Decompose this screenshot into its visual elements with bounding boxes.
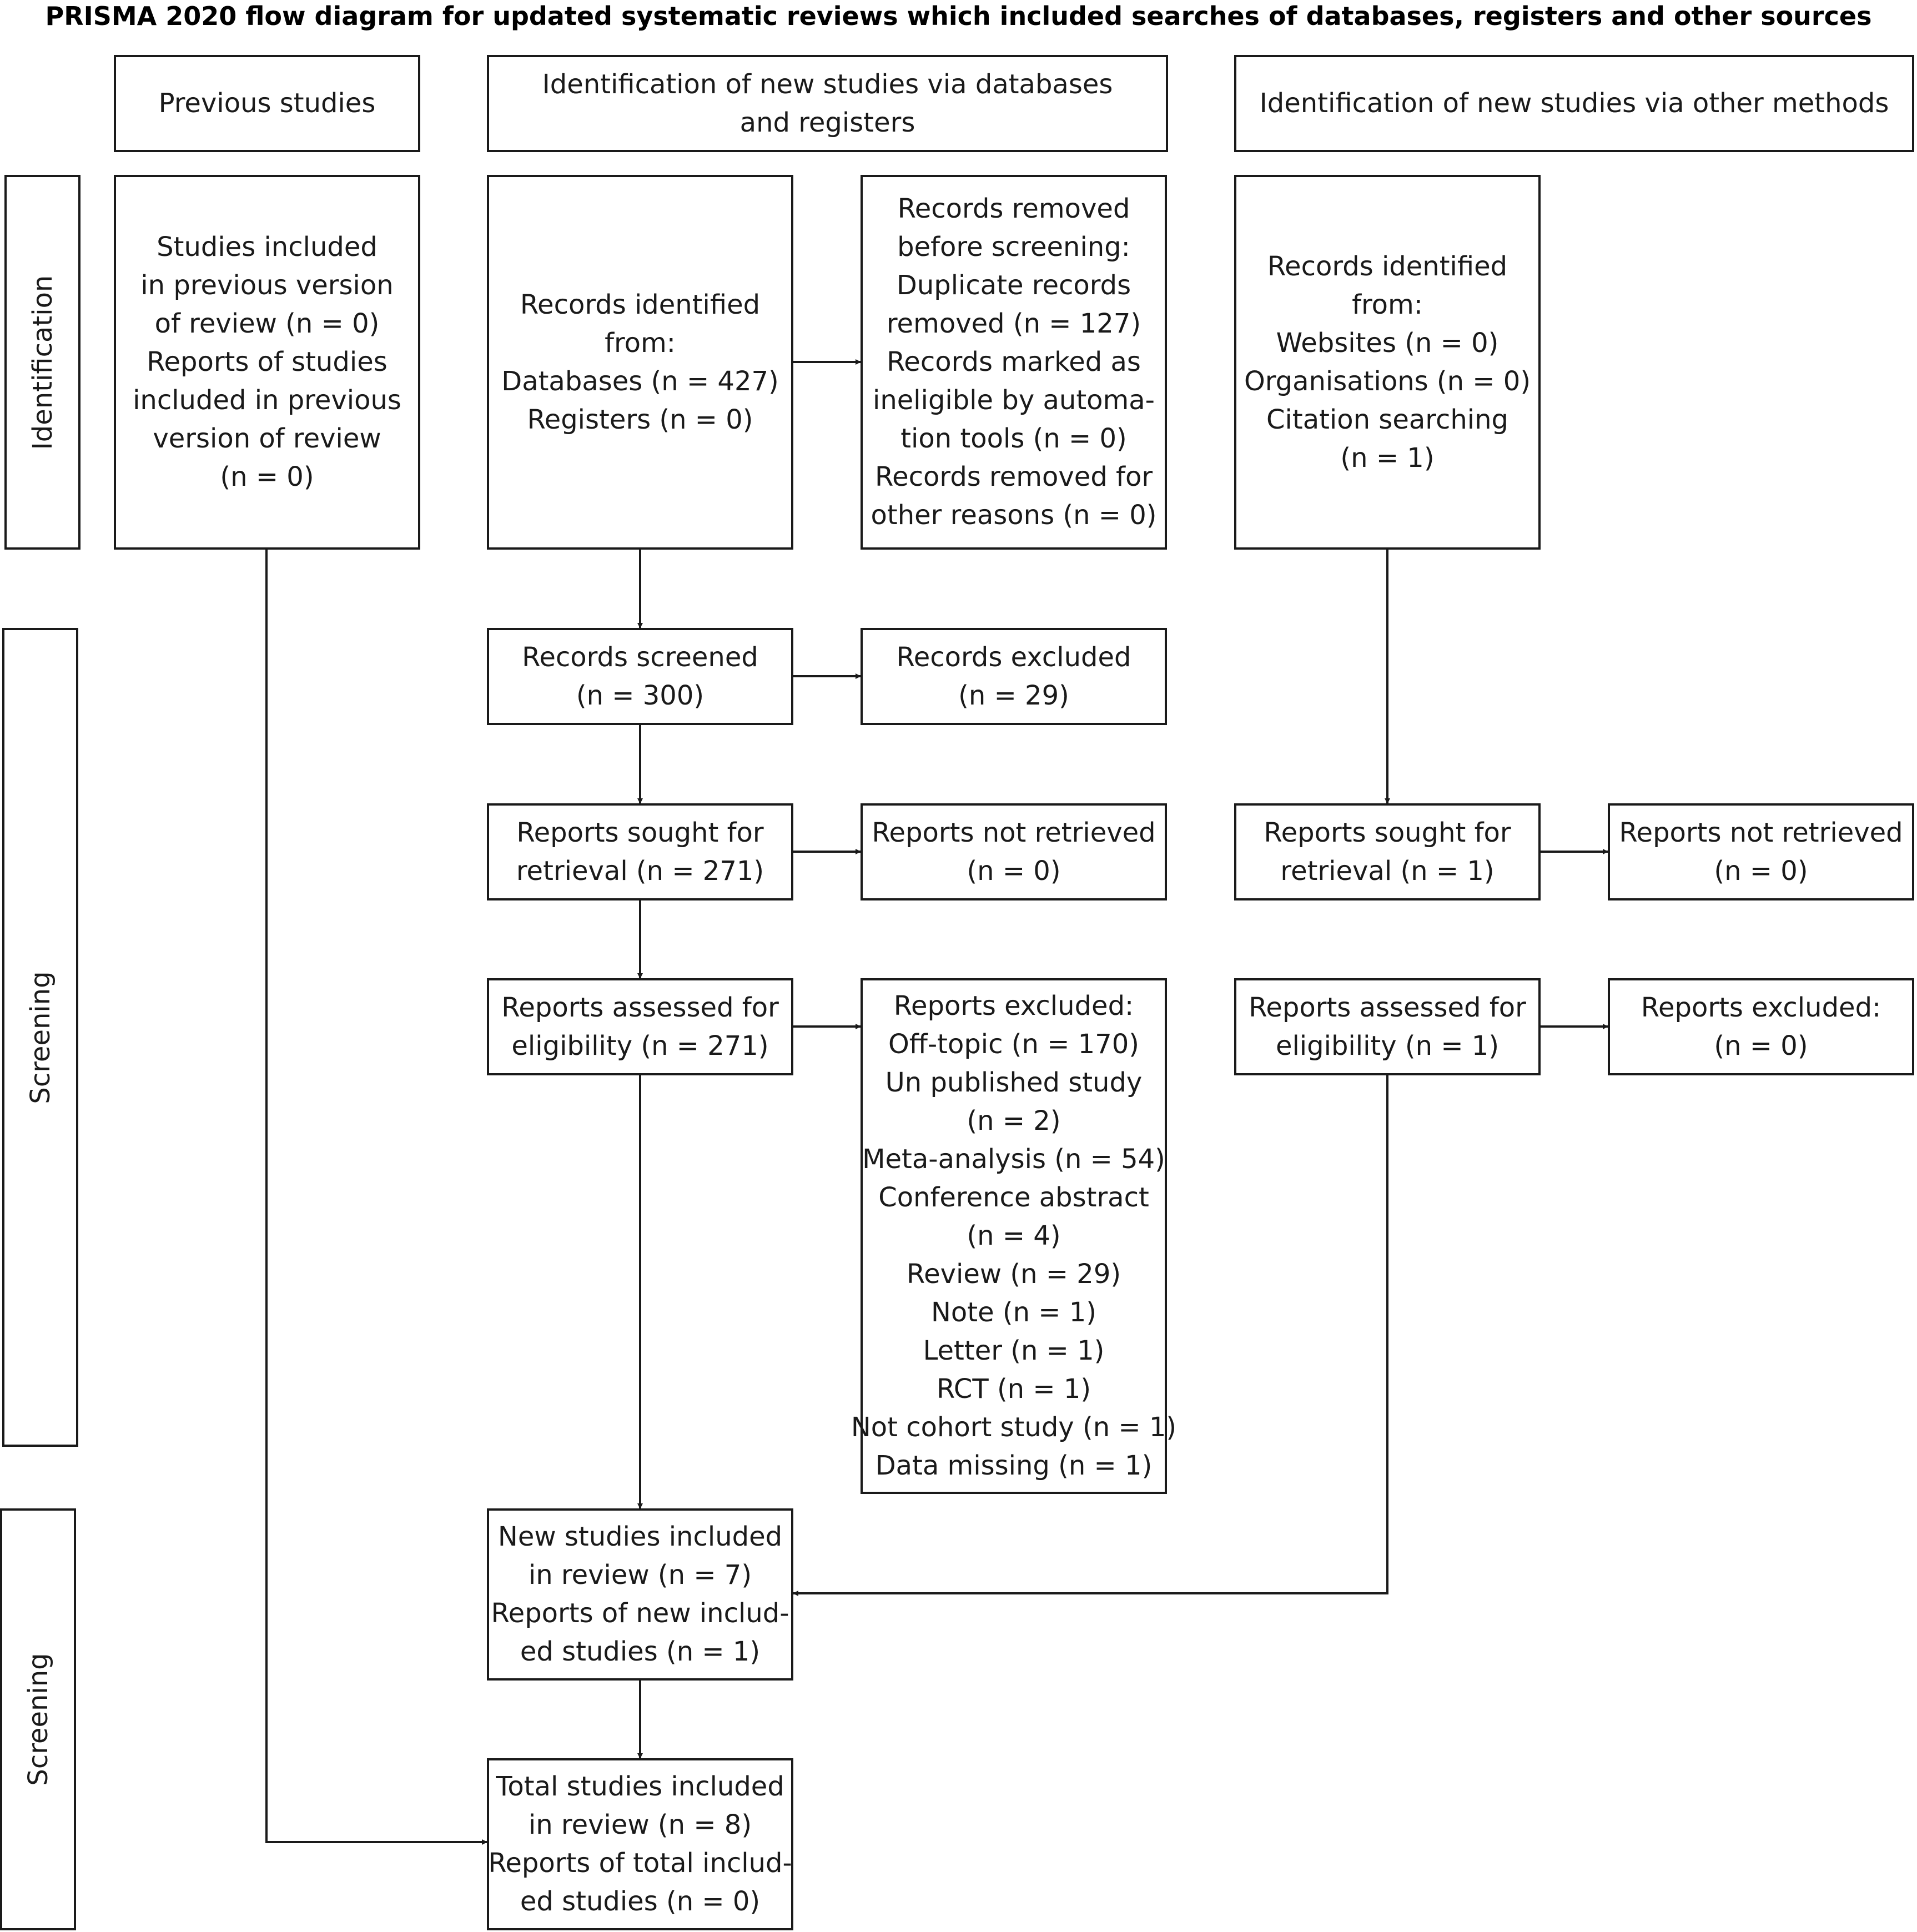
box-text-line: Records identified <box>1267 250 1508 282</box>
box-text-line: tion tools (n = 0) <box>900 423 1127 454</box>
box-text-line: Not cohort study (n = 1) <box>851 1412 1177 1443</box>
reports-assessed-box: Reports assessed for eligibility (n = 271… <box>487 978 793 1075</box>
header-previous-studies: Previous studies <box>114 55 420 152</box>
box-text-line: (n = 0) <box>1714 1030 1808 1061</box>
box-text-line: Letter (n = 1) <box>923 1335 1105 1366</box>
box-text-line: from: <box>605 327 676 359</box>
identification-stage-text: Identification <box>27 275 58 450</box>
box-text-line: Records screened <box>522 641 758 673</box>
box-text-line: Citation searching <box>1266 404 1508 435</box>
records-excluded-box: Records excluded (n = 29) <box>861 628 1167 725</box>
box-text-line: Reports sought for <box>516 817 764 848</box>
box-text-line: Records removed for <box>874 461 1153 492</box>
box-text-line: Reports excluded: <box>1641 992 1881 1023</box>
box-text-line: Previous studies <box>158 88 376 119</box>
box-text-line: RCT (n = 1) <box>936 1373 1091 1405</box>
box-text-line: Databases (n = 427) <box>501 365 779 397</box>
box-text-line: in previous version <box>140 270 394 301</box>
records-removed-box: Records removed before screening: Duplicat… <box>861 175 1167 550</box>
box-text-line: Records removed <box>897 193 1130 224</box>
box-text-line: eligibility (n = 1) <box>1275 1030 1500 1061</box>
reports-excluded-box: Reports excluded: Off-topic (n = 170) Un p… <box>851 978 1176 1494</box>
records-screened-box: Records screened (n = 300) <box>487 628 793 725</box>
included-stage-label: Screening <box>0 1508 76 1930</box>
box-text-line: retrieval (n = 271) <box>516 855 764 887</box>
box-text-line: Reports assessed for <box>501 992 779 1023</box>
box-text-line: in review (n = 7) <box>528 1559 752 1591</box>
box-text-line: Reports of new includ- <box>491 1598 789 1629</box>
box-text-line: Data missing (n = 1) <box>875 1450 1153 1481</box>
box-text-line: Meta-analysis (n = 54) <box>862 1144 1165 1175</box>
box-text-line: Reports not retrieved <box>872 817 1156 848</box>
box-text-line: Websites (n = 0) <box>1276 327 1499 359</box>
box-text-line: version of review <box>153 423 381 454</box>
box-text-line: Un published study <box>885 1067 1143 1098</box>
box-text-line: (n = 0) <box>967 855 1061 887</box>
box-text-line: eligibility (n = 271) <box>511 1030 769 1061</box>
identification-stage-label: Identification <box>4 175 80 550</box>
box-text-line: Review (n = 29) <box>906 1259 1121 1290</box>
box-text-line: Records identified <box>520 289 761 320</box>
box-text-line: in review (n = 8) <box>528 1809 752 1840</box>
records-identified-box: Records identified from: Databases (n = 42… <box>487 175 793 550</box>
box-text-line: ed studies (n = 0) <box>520 1886 761 1917</box>
box-text-line: Identification of new studies via other … <box>1259 88 1889 119</box>
box-text-line: and registers <box>739 107 915 138</box>
box-text-line: Reports excluded: <box>893 990 1134 1022</box>
box-text-line: Duplicate records <box>896 270 1131 301</box>
box-text-line: (n = 4) <box>967 1220 1061 1251</box>
box-text-line: Records marked as <box>887 346 1141 378</box>
box-text-line: Note (n = 1) <box>930 1297 1097 1328</box>
reports-sought-box: Reports sought for retrieval (n = 271) <box>487 803 793 900</box>
box-text-line: from: <box>1352 289 1423 320</box>
arrow-other-assessed-to-new-included <box>793 1075 1388 1596</box>
arrow-previous-to-total <box>265 550 487 1845</box>
other-reports-assessed-box: Reports assessed for eligibility (n = 1) <box>1234 978 1541 1075</box>
box-text-line: of review (n = 0) <box>154 308 380 339</box>
box-text-line: ineligible by automa- <box>872 385 1155 416</box>
box-text-line: Reports of total includ- <box>488 1848 792 1879</box>
box-text-line: (n = 0) <box>1714 855 1808 887</box>
box-text-line: Reports sought for <box>1264 817 1511 848</box>
box-text-line: (n = 0) <box>220 461 314 492</box>
included-stage-text: Screening <box>22 1653 54 1786</box>
box-text-line: (n = 1) <box>1340 442 1435 474</box>
box-text-line: Registers (n = 0) <box>527 404 753 435</box>
screening-stage-text: Screening <box>24 970 56 1104</box>
box-text-line: Conference abstract <box>878 1182 1149 1213</box>
box-text-line: ed studies (n = 1) <box>520 1636 761 1667</box>
other-reports-sought-box: Reports sought for retrieval (n = 1) <box>1234 803 1541 900</box>
screening-stage-label: Screening <box>2 628 78 1447</box>
box-text-line: included in previous <box>133 385 401 416</box>
header-other-methods: Identification of new studies via other … <box>1234 55 1914 152</box>
box-text-line: (n = 300) <box>576 680 705 711</box>
box-text-line: (n = 29) <box>958 680 1069 711</box>
box-text-line: Studies included <box>157 232 378 263</box>
box-text-line: Records excluded <box>896 641 1131 673</box>
box-text-line: Reports assessed for <box>1249 992 1526 1023</box>
other-reports-not-retrieved-box: Reports not retrieved (n = 0) <box>1608 803 1914 900</box>
diagram-title: PRISMA 2020 flow diagram for updated sys… <box>45 1 1872 31</box>
box-text-line: Organisations (n = 0) <box>1244 365 1531 397</box>
total-studies-included-box: Total studies included in review (n = 8) R… <box>487 1758 793 1930</box>
box-text-line: New studies included <box>497 1521 783 1552</box>
box-text-line: before screening: <box>897 232 1130 263</box>
box-text-line: Reports not retrieved <box>1619 817 1903 848</box>
box-text-line: retrieval (n = 1) <box>1280 855 1495 887</box>
box-text-line: other reasons (n = 0) <box>871 500 1157 531</box>
header-databases-registers: Identification of new studies via databa… <box>487 55 1168 152</box>
previous-studies-box: Studies included in previous version of re… <box>114 175 420 550</box>
box-text-line: removed (n = 127) <box>886 308 1141 339</box>
box-text-line: Total studies included <box>496 1771 784 1802</box>
box-text-line: Identification of new studies via databa… <box>542 68 1113 100</box>
new-studies-included-box: New studies included in review (n = 7) Rep… <box>487 1508 793 1681</box>
other-reports-excluded-box: Reports excluded: (n = 0) <box>1608 978 1914 1075</box>
box-text-line: (n = 2) <box>967 1105 1061 1136</box>
reports-not-retrieved-box: Reports not retrieved (n = 0) <box>861 803 1167 900</box>
box-text-line: Reports of studies <box>147 346 388 378</box>
box-text-line: Off-topic (n = 170) <box>888 1029 1140 1060</box>
other-records-identified-box: Records identified from: Websites (n = 0) O… <box>1234 175 1541 550</box>
